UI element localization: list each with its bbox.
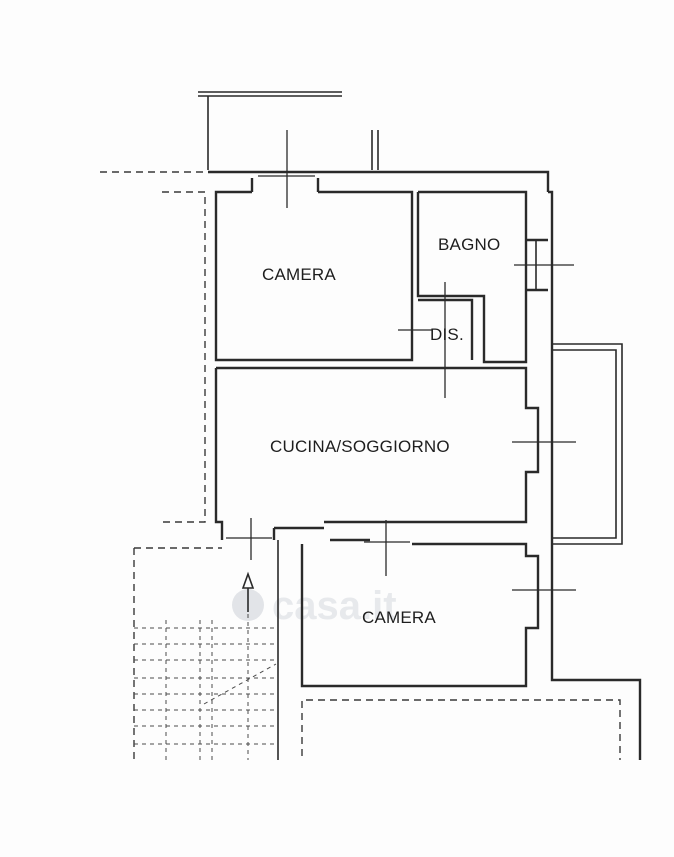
room-camera-2: CAMERA xyxy=(300,520,576,688)
up-arrow-icon xyxy=(241,571,255,589)
roof-line xyxy=(198,91,379,170)
room-dis: DIS. xyxy=(398,282,474,398)
staircase xyxy=(133,540,279,760)
room-cucina-soggiorno: CUCINA/SOGGIORNO xyxy=(214,366,576,560)
watermark: casa.it xyxy=(232,584,397,628)
room-camera-1: CAMERA xyxy=(214,130,414,362)
lower-neighbour xyxy=(301,699,621,760)
balcony xyxy=(552,343,623,545)
watermark-text: casa.it xyxy=(272,584,397,628)
room-label-camera-2: CAMERA xyxy=(362,608,436,627)
outer-walls xyxy=(100,170,642,760)
room-label-bagno: BAGNO xyxy=(438,235,500,254)
room-label-cucina-soggiorno: CUCINA/SOGGIORNO xyxy=(270,437,450,456)
room-label-dis: DIS. xyxy=(430,325,464,344)
room-label-camera-1: CAMERA xyxy=(262,265,336,284)
room-bagno: BAGNO xyxy=(416,190,574,364)
